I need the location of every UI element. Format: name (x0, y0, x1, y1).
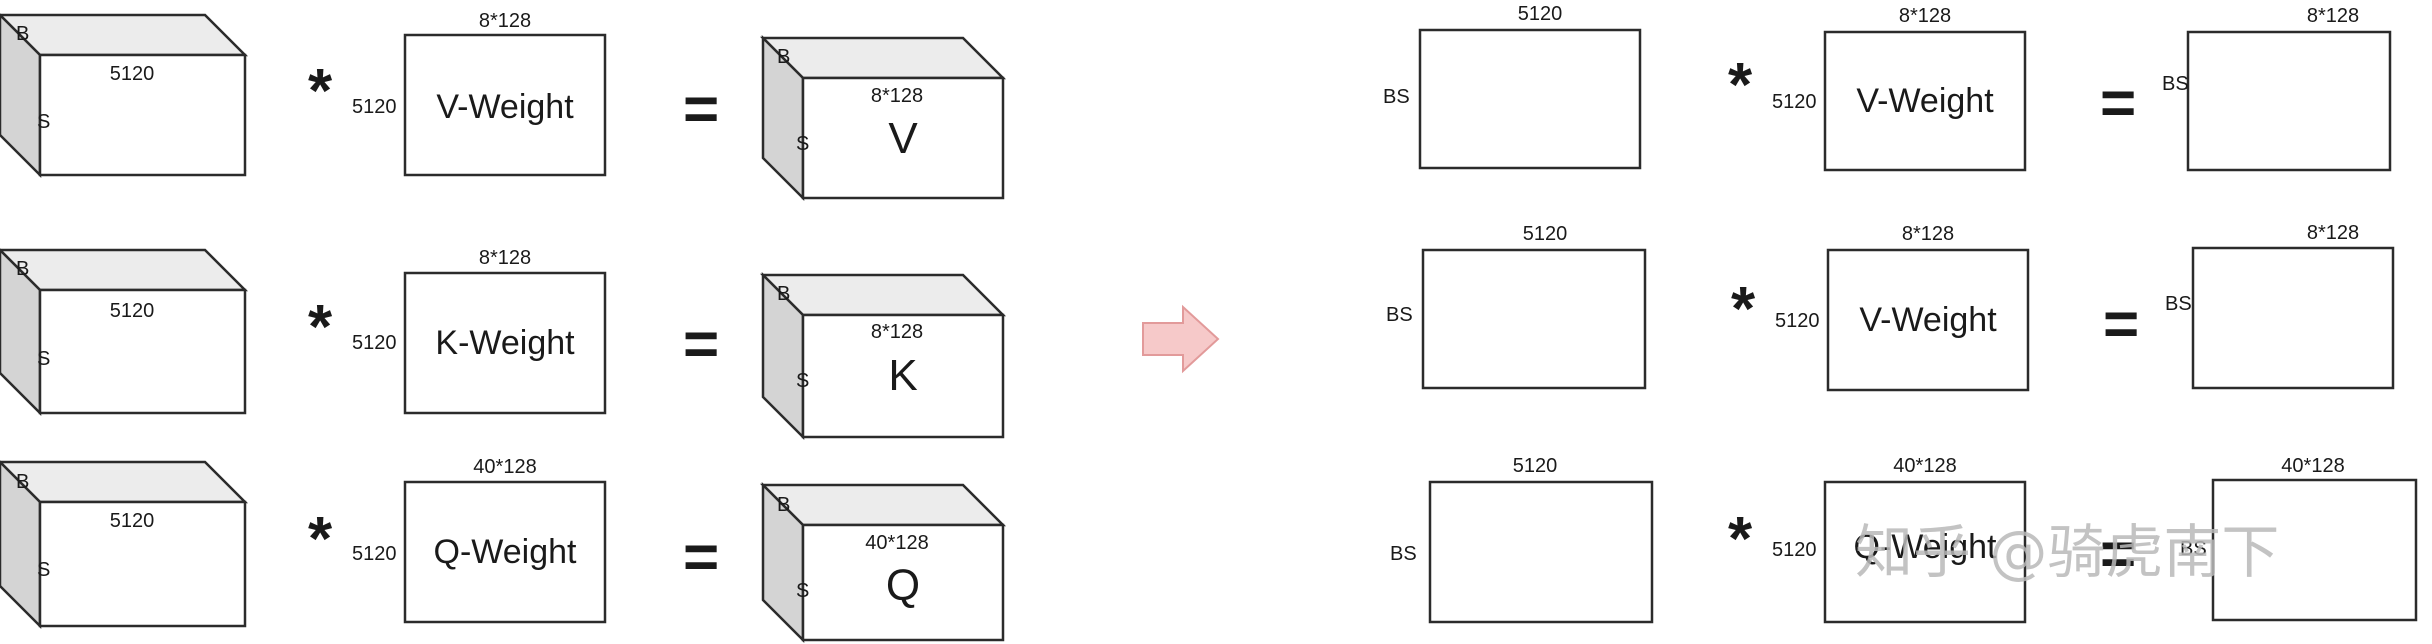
multiply-operator: * (308, 505, 333, 574)
transform-arrow (1142, 304, 1220, 374)
left-input-depth-label: B (16, 23, 29, 45)
right-input-matrix (1418, 28, 1642, 170)
left-input-cube-q: B 5120 S (0, 460, 249, 630)
equals-operator: = (683, 75, 719, 144)
right-row-v: 5120 BS * 8*128 5120 V-Weight = 8*128 BS (1383, 3, 2392, 172)
left-input-height-label: S (37, 559, 50, 581)
left-row-v: B 5120 S * 8*128 5120 V-Weight = B 8*128… (0, 10, 1007, 202)
equals-operator: = (2100, 520, 2136, 589)
weight-row-dim: 5120 (352, 543, 397, 565)
equals-operator: = (2100, 69, 2136, 138)
output-depth-label: B (777, 283, 790, 305)
equals-operator: = (683, 310, 719, 379)
weight-col-dim: 8*128 (1902, 223, 1954, 245)
multiply-operator: * (308, 57, 333, 126)
weight-name: V-Weight (1856, 82, 1994, 120)
output-height-label: BS (2165, 293, 2192, 315)
weight-col-dim: 8*128 (479, 247, 531, 269)
left-input-height-label: S (37, 348, 50, 370)
output-height-label: S (796, 370, 809, 392)
weight-name: Q-Weight (1854, 528, 1998, 566)
output-height-label: BS (2162, 73, 2189, 95)
weight-row-dim: 5120 (1772, 91, 1817, 113)
multiply-operator: * (1728, 51, 1753, 120)
output-width-label: 8*128 (2307, 222, 2359, 244)
output-width-label: 8*128 (871, 85, 923, 107)
multiply-operator: * (308, 293, 333, 362)
left-input-cube-k: B 5120 S (0, 248, 249, 417)
equals-operator: = (2103, 290, 2139, 359)
left-input-height-label: S (37, 111, 50, 133)
left-input-width-label: 5120 (110, 510, 155, 532)
right-weight-matrix (1823, 30, 2027, 172)
weight-row-dim: 5120 (1772, 539, 1817, 561)
output-width-label: 40*128 (2281, 455, 2344, 477)
weight-name: Q-Weight (434, 533, 578, 571)
left-input-depth-label: B (16, 471, 29, 493)
output-depth-label: B (777, 494, 790, 516)
output-depth-label: B (777, 46, 790, 68)
output-width-label: 8*128 (2307, 5, 2359, 27)
left-output-cube-k: B 8*128 S K (759, 271, 1007, 441)
left-output-cube-v: B 8*128 S V (759, 34, 1007, 202)
right-input-width-label: 5120 (1518, 3, 1563, 25)
multiply-operator: * (1728, 505, 1753, 574)
left-input-width-label: 5120 (110, 63, 155, 85)
weight-name: K-Weight (435, 324, 575, 362)
weight-col-dim: 8*128 (479, 10, 531, 32)
weight-name: V-Weight (1859, 301, 1997, 339)
left-weight-q: 40*128 5120 Q-Weight (352, 456, 607, 624)
equals-operator: = (683, 523, 719, 592)
right-input-matrix (1421, 248, 1647, 390)
right-output-matrix (2191, 246, 2395, 390)
right-output-matrix (2186, 30, 2392, 172)
left-output-cube-q: B 40*128 S Q (759, 481, 1007, 644)
output-height-label: BS (2180, 538, 2207, 560)
right-input-height-label: BS (1386, 304, 1413, 326)
left-row-q: B 5120 S * 40*128 5120 Q-Weight = B 40*1… (0, 456, 1007, 644)
left-weight-v: 8*128 5120 V-Weight (352, 10, 607, 177)
right-input-height-label: BS (1390, 543, 1417, 565)
output-height-label: S (796, 133, 809, 155)
output-width-label: 40*128 (865, 532, 928, 554)
output-name: Q (886, 561, 920, 610)
output-height-label: S (796, 580, 809, 602)
left-input-width-label: 5120 (110, 300, 155, 322)
right-row-k: 5120 BS * 8*128 5120 V-Weight = 8*128 BS (1386, 222, 2395, 392)
multiply-operator: * (1731, 275, 1756, 344)
watermark-text: 知乎 @骑虎南下 (1855, 518, 2279, 586)
left-input-cube-v: B 5120 S (0, 13, 249, 179)
left-input-depth-label: B (16, 258, 29, 280)
output-name: V (888, 114, 918, 163)
right-input-width-label: 5120 (1523, 223, 1568, 245)
left-weight-k: 8*128 5120 K-Weight (352, 247, 607, 415)
weight-row-dim: 5120 (352, 96, 397, 118)
weight-name: V-Weight (436, 88, 574, 126)
right-output-matrix (2211, 478, 2418, 622)
weight-col-dim: 40*128 (473, 456, 536, 478)
weight-row-dim: 5120 (352, 332, 397, 354)
right-input-matrix (1428, 480, 1654, 624)
output-width-label: 8*128 (871, 321, 923, 343)
right-row-q: 5120 BS * 40*128 5120 Q-Weight = 40*128 … (1390, 455, 2418, 624)
right-input-height-label: BS (1383, 86, 1410, 108)
weight-col-dim: 8*128 (1899, 5, 1951, 27)
weight-col-dim: 40*128 (1893, 455, 1956, 477)
weight-row-dim: 5120 (1775, 310, 1820, 332)
right-weight-matrix (1823, 480, 2027, 624)
output-name: K (888, 351, 917, 400)
right-weight-matrix (1826, 248, 2030, 392)
right-input-width-label: 5120 (1513, 455, 1558, 477)
left-row-k: B 5120 S * 8*128 5120 K-Weight = B 8*128… (0, 247, 1007, 441)
